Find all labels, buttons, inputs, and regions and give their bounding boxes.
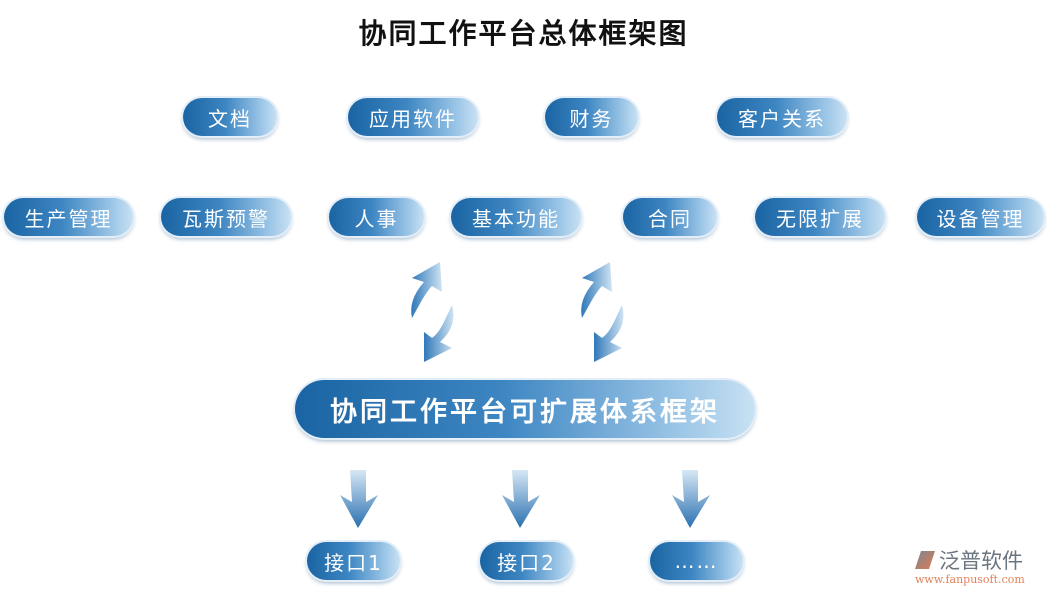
- down-arrow-icon-3: [672, 470, 710, 528]
- module-finance: 财务: [545, 98, 638, 136]
- module-document: 文档: [183, 98, 277, 136]
- down-arrow-icon-2: [502, 470, 540, 528]
- logo-url: www.fanpusoft.com: [915, 573, 1025, 586]
- logo-name: 泛普软件: [939, 549, 1023, 573]
- platform-framework-bar: 协同工作平台可扩展体系框架: [295, 380, 755, 438]
- diagram-title: 协同工作平台总体框架图: [358, 17, 689, 50]
- logo-icon: [915, 551, 935, 569]
- bidirectional-arrow-icon-left: [411, 262, 454, 362]
- down-arrow-icon-1: [340, 470, 378, 528]
- module-basic-functions: 基本功能: [451, 198, 581, 236]
- module-production: 生产管理: [4, 198, 133, 236]
- module-contract: 合同: [623, 198, 717, 236]
- module-hr: 人事: [329, 198, 424, 236]
- interface-2: 接口2: [480, 542, 573, 580]
- bidirectional-arrow-icon-right: [581, 262, 624, 362]
- module-unlimited-extension: 无限扩展: [755, 198, 885, 236]
- module-applications: 应用软件: [348, 98, 478, 136]
- interface-1: 接口1: [307, 542, 400, 580]
- module-gas-warning: 瓦斯预警: [161, 198, 291, 236]
- watermark-logo: 泛普软件 www.fanpusoft.com: [915, 545, 1045, 586]
- module-equipment: 设备管理: [917, 198, 1044, 236]
- module-customer-relations: 客户关系: [717, 98, 847, 136]
- interface-more: ……: [650, 542, 743, 580]
